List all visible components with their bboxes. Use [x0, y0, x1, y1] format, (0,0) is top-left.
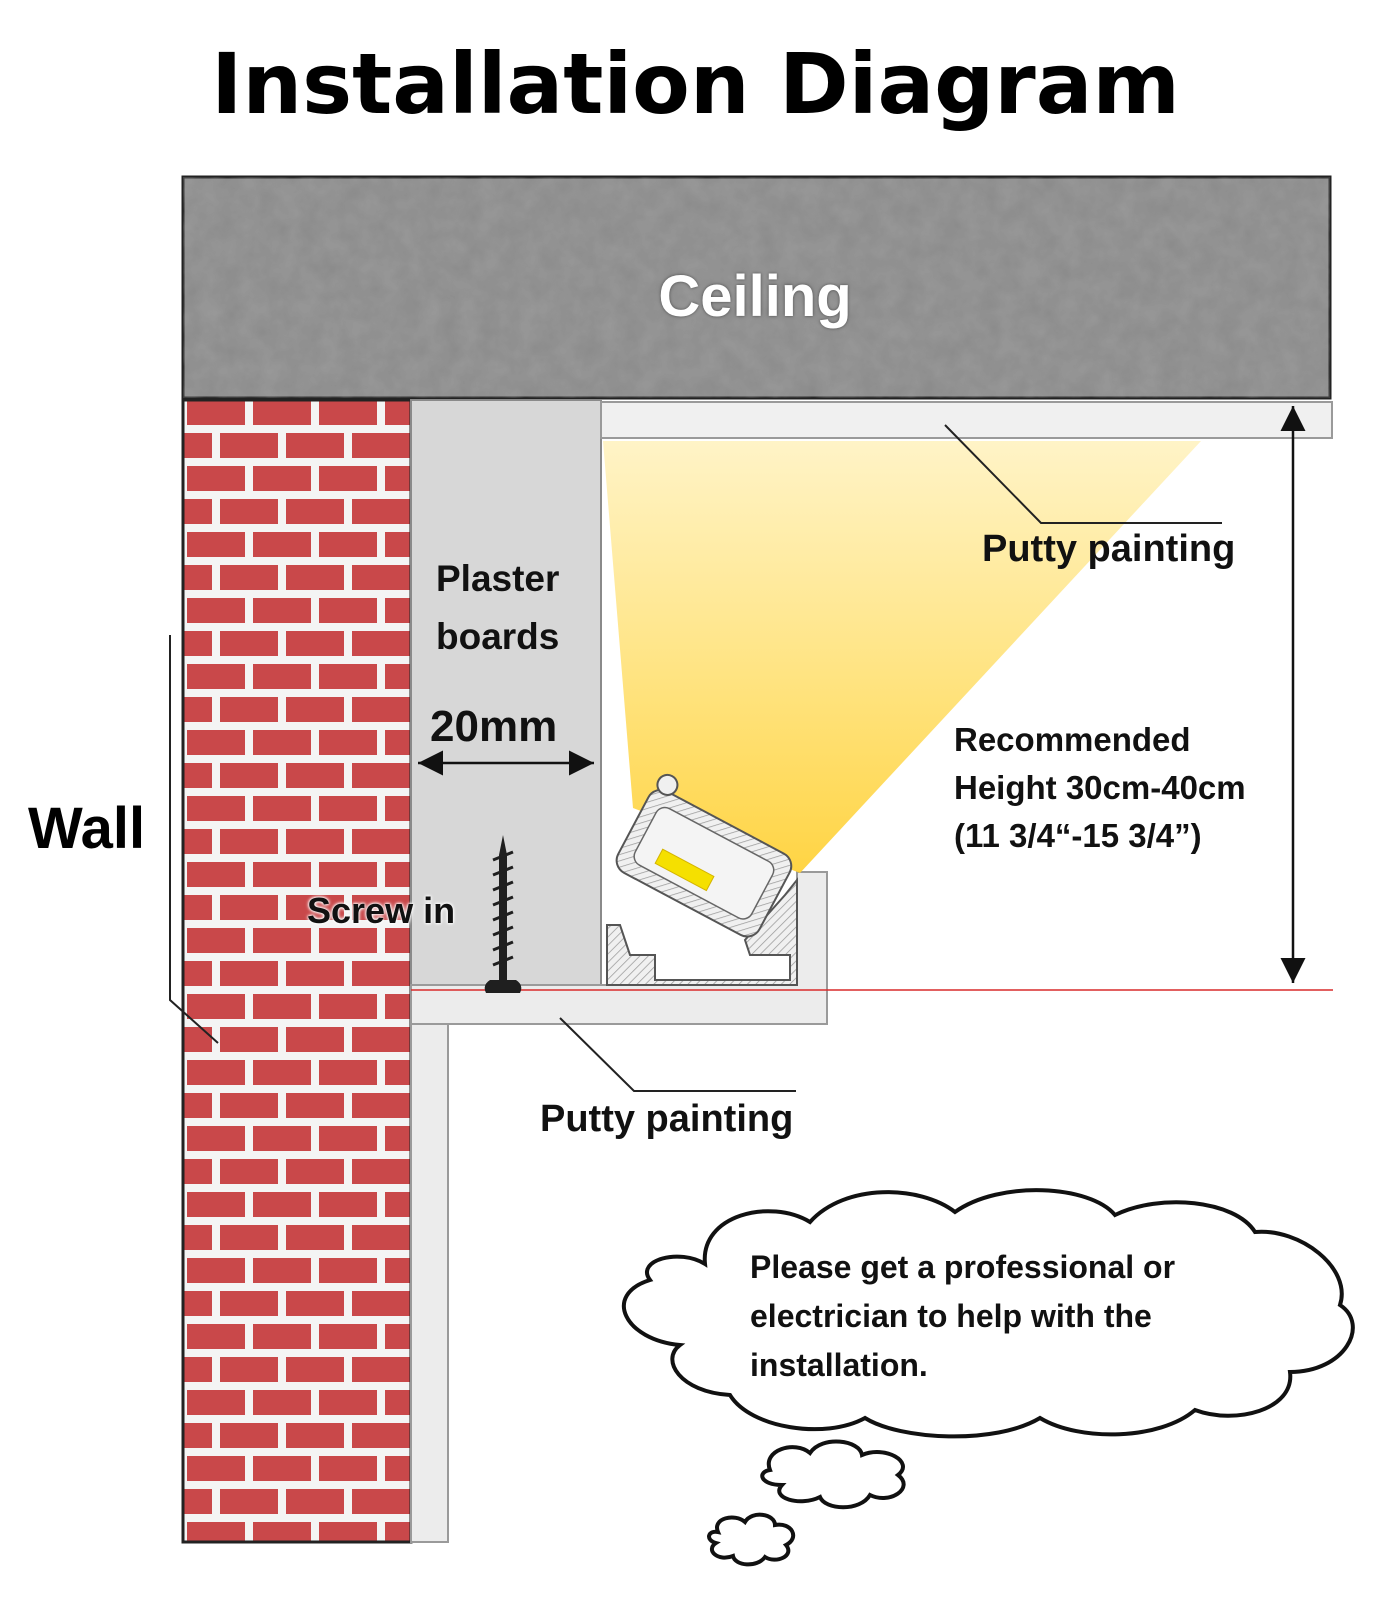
wall-finish-strip: [410, 1023, 449, 1543]
putty-bottom-leader: [559, 1017, 796, 1092]
recommended-height-label: Recommended Height 30cm-40cm (11 3/4“-15…: [954, 721, 1246, 854]
brick-wall: [181, 398, 413, 1544]
putty-painting-top-label: Putty painting: [982, 528, 1236, 570]
putty-top-leader: [944, 424, 1222, 524]
led-profile: [606, 773, 798, 986]
thought-cloud: [621, 1188, 1355, 1567]
wall-bracket: [169, 635, 219, 1044]
ceiling-label: Ceiling: [658, 264, 852, 329]
plaster-boards-label: Plaster boards: [436, 558, 560, 657]
ceiling-slab: [181, 175, 1332, 400]
screw-icon: [484, 835, 522, 993]
putty-painting-bottom-label: Putty painting: [540, 1098, 794, 1140]
diagram-title: Installation Diagram: [211, 35, 1180, 133]
light-beam: [603, 441, 1201, 873]
thickness-dimension-label: 20mm: [430, 702, 558, 751]
screw-in-label: Screw in: [307, 890, 456, 931]
ceiling-putty-strip: [600, 401, 1333, 439]
professional-note: Please get a professional or electrician…: [750, 1249, 1176, 1383]
wall-label: Wall: [28, 796, 146, 861]
